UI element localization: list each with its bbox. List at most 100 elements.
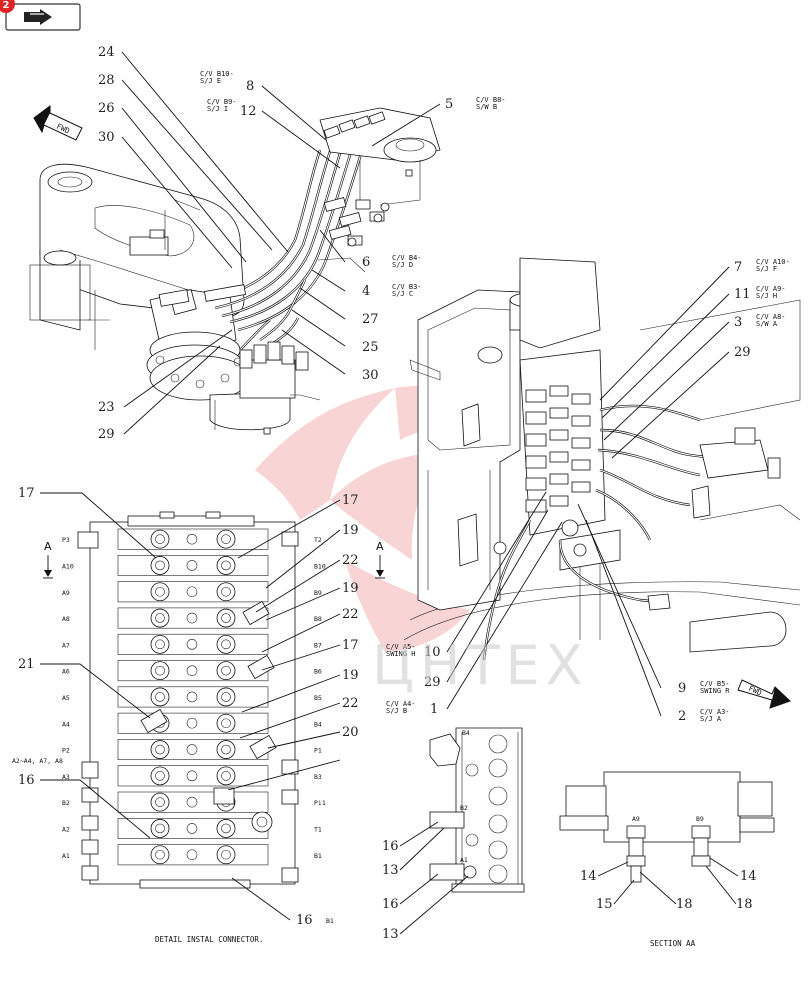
note-b4-line2: S/J D bbox=[392, 261, 413, 269]
port-label-right: B4 bbox=[314, 720, 322, 728]
callout-6: 6 bbox=[362, 255, 370, 270]
side-port-b2: B2 bbox=[460, 804, 468, 812]
note-b3-line2: S/J C bbox=[392, 290, 413, 298]
port-label-left: P2 bbox=[62, 747, 70, 755]
callout-29-right: 29 bbox=[734, 345, 751, 360]
port-label-right: B3 bbox=[314, 773, 322, 781]
side-port-b4: B4 bbox=[462, 729, 470, 737]
port-plug-inner bbox=[155, 534, 165, 544]
note-b10-line2: S/J E bbox=[200, 77, 221, 85]
detail-callout-22-b: 22 bbox=[342, 607, 359, 622]
valve-section-row bbox=[117, 844, 269, 866]
port-label-left: B2 bbox=[62, 799, 70, 807]
callout-10: 10 bbox=[424, 645, 441, 660]
detail-valve-front bbox=[77, 511, 299, 889]
detail-callout-17-left: 17 bbox=[18, 486, 35, 501]
detail-callout-17-top: 17 bbox=[342, 493, 359, 508]
port-plug bbox=[150, 634, 170, 654]
svg-text:A: A bbox=[44, 540, 52, 553]
callout-11: 11 bbox=[734, 287, 751, 302]
nav-toolbar: 2 bbox=[0, 0, 81, 31]
section-callout-14-right: 14 bbox=[740, 869, 757, 884]
note-b8-line1: C/V B8- bbox=[476, 96, 506, 104]
port-plug bbox=[216, 661, 236, 681]
port-plug bbox=[150, 556, 170, 575]
note-b5-line2: SWING R bbox=[700, 687, 730, 695]
detail-callout-22-c: 22 bbox=[342, 696, 359, 711]
badge-count: 2 bbox=[3, 0, 10, 11]
port-plug bbox=[186, 823, 198, 834]
callout-1: 1 bbox=[430, 702, 438, 717]
port-label-left: A9 bbox=[62, 589, 70, 597]
watermark-text: ЦНТЕХ bbox=[372, 634, 589, 697]
port-plug bbox=[150, 661, 170, 681]
callouts-upper: 24 28 26 30 8 12 5 6 4 27 25 30 23 29 7 … bbox=[98, 45, 751, 724]
side-callout-16-b: 16 bbox=[382, 897, 399, 912]
port-plug-inner bbox=[221, 560, 231, 571]
port-plug-inner bbox=[155, 849, 165, 860]
section-aa: A9 B9 14 15 18 18 14 SECTION AA bbox=[559, 771, 775, 948]
port-plug-inner bbox=[155, 797, 165, 807]
port-plug bbox=[186, 639, 198, 650]
port-plug bbox=[216, 529, 236, 549]
callout-23: 23 bbox=[98, 400, 115, 415]
port-plug bbox=[150, 845, 170, 865]
port-plug-inner bbox=[155, 665, 165, 676]
cv-notes: C/V B10- S/J E C/V B9- S/J I C/V B8- S/W… bbox=[200, 70, 790, 723]
detail-callout-17-mid: 17 bbox=[342, 638, 359, 653]
callout-9: 9 bbox=[678, 681, 686, 696]
port-plug-inner bbox=[221, 613, 231, 623]
section-callout-18-right: 18 bbox=[736, 897, 753, 912]
valve-section-row bbox=[117, 791, 269, 813]
port-plug bbox=[216, 740, 236, 759]
valve-section-row bbox=[117, 633, 269, 655]
port-plug bbox=[186, 849, 198, 861]
section-port-b9: B9 bbox=[696, 815, 704, 823]
valve-section-row bbox=[117, 712, 269, 734]
port-plug-inner bbox=[155, 771, 165, 781]
section-callout-14-left: 14 bbox=[580, 869, 597, 884]
port-plug-inner bbox=[221, 823, 231, 834]
port-plug-inner bbox=[155, 586, 165, 597]
control-valve-assembly bbox=[403, 257, 801, 661]
detail-callout-16-left: 16 bbox=[18, 773, 35, 788]
section-callout-15: 15 bbox=[596, 897, 613, 912]
port-label-left: A4 bbox=[62, 720, 70, 728]
port-label-left: A2 bbox=[62, 825, 70, 833]
port-plug bbox=[150, 792, 170, 812]
callout-2: 2 bbox=[678, 709, 686, 724]
note-b10-line1: C/V B10- bbox=[200, 70, 234, 78]
port-plug-inner bbox=[221, 586, 231, 597]
port-plug bbox=[150, 740, 170, 759]
callout-30-mid: 30 bbox=[362, 368, 379, 383]
note-a9-line1: C/V A9- bbox=[756, 285, 786, 293]
note-b3-line1: C/V B3- bbox=[392, 283, 422, 291]
port-label-right: T2 bbox=[314, 536, 322, 544]
callout-27: 27 bbox=[362, 312, 379, 327]
note-a10-line2: S/J F bbox=[756, 265, 777, 273]
callout-8: 8 bbox=[246, 79, 254, 94]
fitting-group bbox=[158, 197, 390, 371]
port-plug bbox=[186, 533, 198, 545]
port-label-left: A3 bbox=[62, 773, 70, 781]
note-a5-line1: C/V A5- bbox=[386, 643, 416, 651]
port-plug-inner bbox=[221, 771, 231, 781]
port-label-right: Pi1 bbox=[314, 799, 326, 807]
valve-section-row bbox=[117, 765, 269, 787]
notification-badge bbox=[0, 0, 15, 13]
port-label-right: B8 bbox=[314, 615, 322, 623]
port-plug bbox=[150, 608, 170, 628]
port-plug bbox=[150, 687, 170, 707]
detail-callout-21: 21 bbox=[18, 657, 35, 672]
leader-lines-upper bbox=[121, 51, 730, 717]
callout-29-bottom: 29 bbox=[424, 675, 441, 690]
swing-motor bbox=[146, 289, 321, 435]
port-label-right: P1 bbox=[314, 747, 322, 755]
port-plug-inner bbox=[221, 692, 231, 702]
arrow-right-icon bbox=[24, 9, 52, 25]
port-plug-inner bbox=[155, 823, 165, 834]
ports-left-note: A2~A4, A7, A8 bbox=[12, 757, 63, 765]
port-plug-inner bbox=[221, 849, 231, 860]
note-a9-line2: S/J H bbox=[756, 292, 777, 300]
